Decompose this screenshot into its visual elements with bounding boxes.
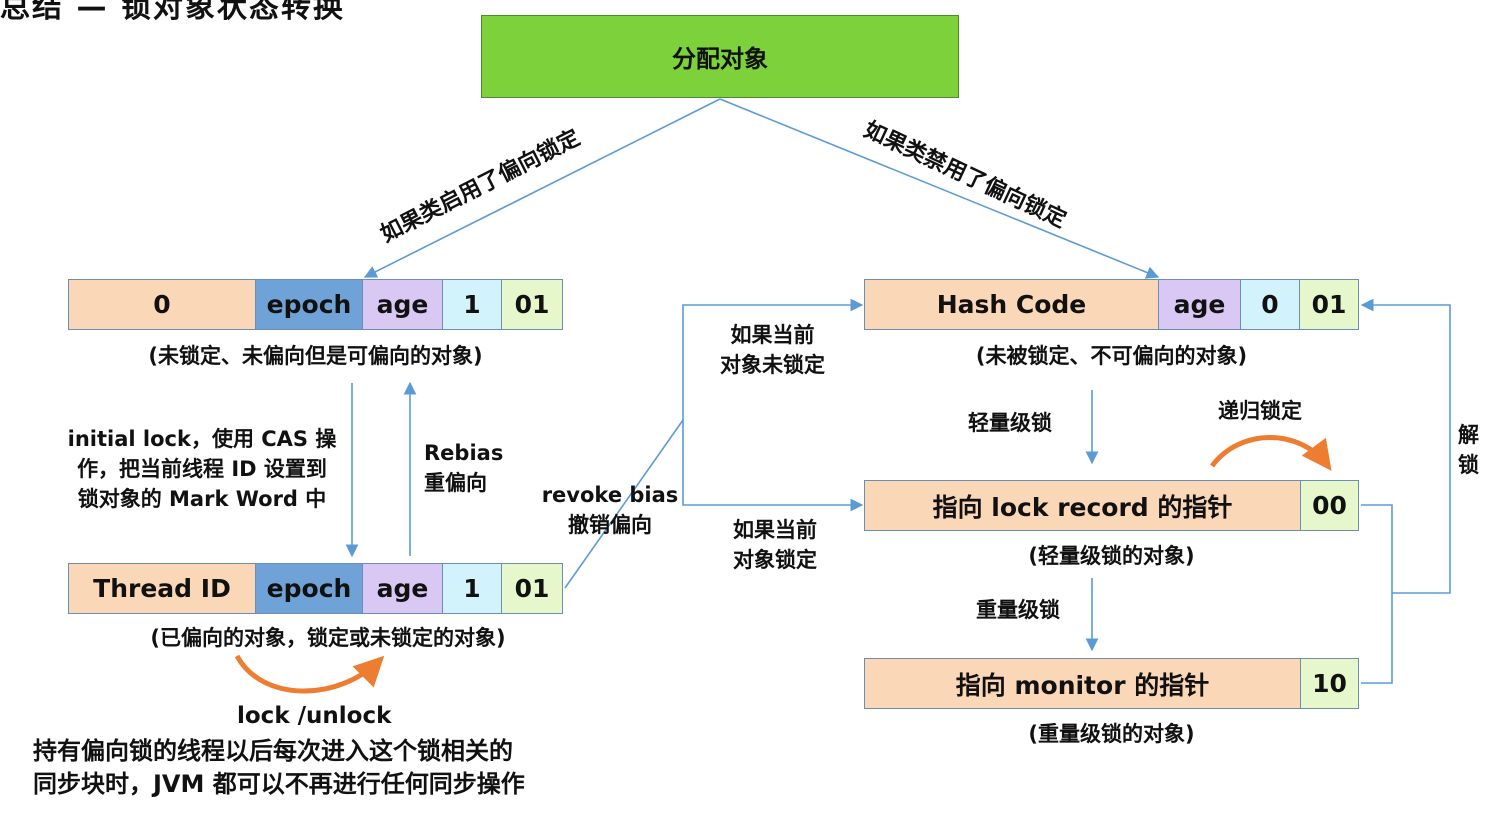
arrow-to-hashcode: [719, 98, 1160, 279]
age-cell: age: [362, 279, 443, 330]
heavyweight-caption: (重量级锁的对象): [1028, 722, 1195, 746]
epoch-cell: epoch: [255, 563, 363, 614]
biasable-caption: (未锁定、未偏向但是可偏向的对象): [148, 344, 483, 368]
hashcode-caption: (未被锁定、不可偏向的对象): [975, 344, 1248, 368]
bias-flag-cell: 0: [68, 279, 256, 330]
lock-bits-cell: 01: [501, 563, 563, 614]
lock-bits-cell: 01: [1299, 279, 1359, 330]
monitor-pointer-cell: 指向 monitor 的指针: [864, 658, 1301, 709]
allocate-object-box: 分配对象: [481, 15, 959, 98]
age-cell: age: [362, 563, 443, 614]
biased-lock-note: 持有偏向锁的线程以后每次进入这个锁相关的 同步块时，JVM 都可以不再进行任何同…: [33, 737, 525, 798]
lock-unlock-curve: [234, 654, 385, 694]
initial-lock-label: initial lock，使用 CAS 操 作，把当前线程 ID 设置到 锁对象…: [67, 427, 337, 511]
mark-word-lightweight: 指向 lock record 的指针 00: [864, 480, 1359, 531]
lock-bits-cell: 10: [1300, 658, 1359, 709]
biased-bit-cell: 0: [1240, 279, 1300, 330]
mark-word-biased: Thread ID epoch age 1 01: [68, 563, 563, 614]
epoch-cell: epoch: [255, 279, 363, 330]
mark-word-biasable: 0 epoch age 1 01: [68, 279, 563, 330]
arrow-revoke-locked: [682, 420, 864, 512]
hash-code-cell: Hash Code: [864, 279, 1159, 330]
biased-bit-cell: 1: [442, 279, 502, 330]
thread-id-cell: Thread ID: [68, 563, 256, 614]
mark-word-hashcode: Hash Code age 0 01: [864, 279, 1359, 330]
lightweight-lock-label: 轻量级锁: [968, 411, 1052, 435]
revoke-bias-label: revoke bias 撤销偏向: [541, 483, 679, 537]
lock-record-pointer-cell: 指向 lock record 的指针: [864, 480, 1301, 531]
age-cell: age: [1158, 279, 1241, 330]
biased-caption: (已偏向的对象，锁定或未锁定的对象): [150, 626, 506, 650]
recursive-lock-label: 递归锁定: [1218, 399, 1302, 423]
unlock-line-10: [1361, 593, 1393, 684]
lock-bits-cell: 00: [1300, 480, 1359, 531]
lock-unlock-label: lock /unlock: [237, 703, 392, 729]
revoke-line: [564, 419, 684, 589]
arrow-to-biasable: [363, 98, 721, 278]
mark-word-heavyweight: 指向 monitor 的指针 10: [864, 658, 1359, 709]
heavyweight-lock-label: 重量级锁: [976, 598, 1060, 622]
biased-bit-cell: 1: [442, 563, 502, 614]
arrow-unlock: [1360, 298, 1451, 594]
unlock-line-00: [1361, 504, 1393, 593]
lightweight-caption: (轻量级锁的对象): [1028, 544, 1195, 568]
lock-bits-cell: 01: [501, 279, 563, 330]
unlock-label: 解 锁: [1458, 423, 1479, 477]
if-locked-label: 如果当前 对象锁定: [733, 518, 817, 572]
slide-title-fragment: 总结 — 锁对象状态转换: [0, 0, 345, 25]
if-unlocked-label: 如果当前 对象未锁定: [720, 323, 825, 377]
arrow-revoke-unlocked: [682, 298, 864, 420]
recursive-lock-curve: [1209, 435, 1332, 471]
rebias-label: Rebias 重偏向: [424, 441, 504, 495]
allocate-object-label: 分配对象: [672, 45, 768, 73]
